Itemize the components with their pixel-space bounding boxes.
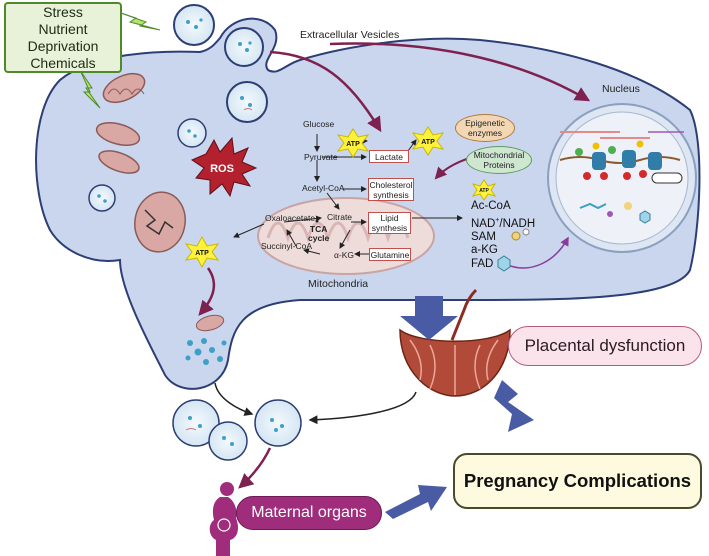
- mitochondria-label: Mitochondria: [308, 278, 369, 290]
- svg-text:ATP: ATP: [421, 139, 435, 146]
- vesicle-cluster: [185, 314, 227, 365]
- svg-text:ATP: ATP: [195, 250, 209, 257]
- vesicle-top-2: [224, 27, 264, 67]
- atp-star-icon: ATP: [471, 179, 497, 201]
- svg-text:ATP: ATP: [346, 141, 360, 148]
- metabolite-list: Ac-CoA NAD+/NADH SAM a-KG FAD: [471, 200, 535, 271]
- chromatin: [559, 131, 684, 224]
- vesicle-top-1: [173, 4, 215, 46]
- atp-star-icon: ATP: [336, 128, 370, 158]
- pregnancy-complications-box: Pregnancy Complications: [453, 453, 702, 509]
- pyruvate-label: Pyruvate: [304, 152, 338, 162]
- ros-label: ROS: [210, 163, 234, 175]
- mitochondrion-damaged: [134, 191, 186, 253]
- nad-nadh-label: NAD+/NADH: [471, 216, 536, 230]
- arrow-to-placenta: [400, 296, 458, 340]
- lightning-icon: [117, 11, 161, 31]
- vesicle-budding: [226, 81, 268, 123]
- svg-text:ATP: ATP: [479, 188, 489, 194]
- mitochondrion-small-1: [102, 72, 146, 104]
- ros-burst-icon: [190, 136, 258, 198]
- succinyl-coa-label: Succinyl-CoA: [261, 241, 313, 251]
- pregnant-woman-icon: [209, 482, 238, 556]
- arrow-to-complications: [494, 380, 534, 432]
- fad-label: FAD: [471, 257, 494, 270]
- a-kg-metabolite-label: a-KG: [471, 244, 498, 257]
- oxaloacetate-label: Oxaloacetate: [265, 213, 316, 223]
- placenta-icon: [399, 288, 511, 397]
- stress-box: Stress Nutrient Deprivation Chemicals: [4, 2, 122, 73]
- nucleus-label: Nucleus: [602, 83, 640, 95]
- lightning-icon: [79, 69, 101, 109]
- stress-label: Stress: [43, 3, 83, 20]
- a-kg-label: α-KG: [334, 250, 355, 260]
- vesicle-inner-1: [177, 118, 207, 148]
- mitochondrion-small-3: [98, 150, 140, 174]
- citrate-label: Citrate: [327, 212, 353, 222]
- arrow-maternal-to-complications: [385, 485, 447, 519]
- vesicle-inner-2: [88, 184, 116, 212]
- chemicals-label: Chemicals: [30, 54, 96, 71]
- atp-star-icon: ATP: [411, 126, 445, 156]
- acetyl-coa-label: Acetyl-CoA: [302, 183, 345, 193]
- metabolite-icon: [497, 228, 530, 272]
- vesicle-out-1: [172, 399, 220, 447]
- lactate-box: Lactate: [369, 150, 409, 163]
- vesicle-out-2: [208, 421, 248, 461]
- extracellular-vesicles-label: Extracellular Vesicles: [300, 29, 400, 41]
- placental-dysfunction-box: Placental dysfunction: [508, 326, 702, 366]
- ac-coa-label: Ac-CoA: [471, 200, 511, 212]
- atp-star-icon: ATP: [184, 235, 220, 269]
- mitochondrion-small-2: [95, 122, 141, 146]
- nutrient-deprivation-label: Nutrient Deprivation: [27, 20, 99, 54]
- maternal-organs-box: Maternal organs: [236, 496, 382, 530]
- vesicle-out-3: [254, 399, 302, 447]
- glutamine-box: Glutamine: [369, 248, 411, 261]
- sam-label: SAM: [471, 230, 496, 243]
- glucose-label: Glucose: [303, 119, 335, 129]
